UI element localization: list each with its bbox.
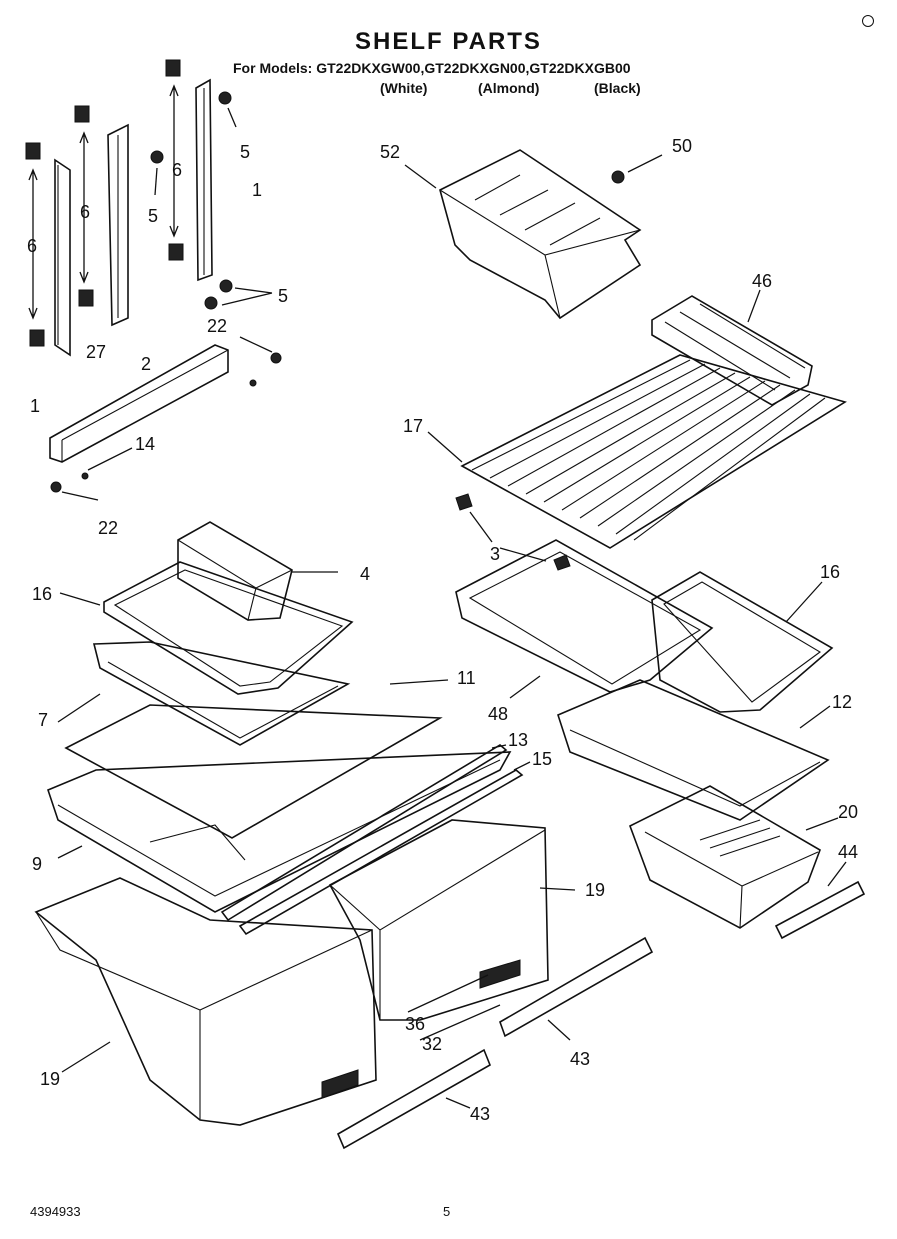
shelf-frame-7 bbox=[57, 641, 351, 746]
document-number: 4394933 bbox=[30, 1204, 81, 1219]
rail-hardware bbox=[50, 336, 282, 501]
corner-hole-mark bbox=[862, 15, 874, 27]
callout-22a: 22 bbox=[207, 316, 227, 336]
utility-bin-4 bbox=[177, 521, 338, 621]
crisper-drawer-19-left bbox=[34, 877, 377, 1126]
cover-strips-13-15 bbox=[220, 744, 531, 936]
crisper-drawer-19-right bbox=[328, 819, 576, 1021]
callout-14: 14 bbox=[135, 434, 155, 454]
callout-43b: 43 bbox=[470, 1104, 490, 1124]
callout-7: 7 bbox=[38, 710, 48, 730]
callout-52: 52 bbox=[380, 142, 400, 162]
ladder-clips bbox=[25, 59, 184, 347]
callout-12: 12 bbox=[832, 692, 852, 712]
callout-50: 50 bbox=[672, 136, 692, 156]
drawer-rails-43-32-36 bbox=[321, 936, 654, 1150]
callout-3: 3 bbox=[490, 544, 500, 564]
callout-32: 32 bbox=[422, 1034, 442, 1054]
callout-1a: 1 bbox=[252, 180, 262, 200]
callout-48: 48 bbox=[488, 704, 508, 724]
trim-strip-44 bbox=[774, 861, 866, 940]
callout-17: 17 bbox=[403, 416, 423, 436]
crisper-cover-9 bbox=[47, 751, 512, 913]
callout-19a: 19 bbox=[40, 1069, 60, 1089]
callout-6b: 6 bbox=[80, 202, 90, 222]
meat-drawer-20 bbox=[629, 785, 839, 929]
shelf-48 bbox=[455, 539, 714, 699]
shelf-16-right bbox=[651, 571, 834, 713]
variant-almond: (Almond) bbox=[478, 80, 540, 96]
callout-46: 46 bbox=[752, 271, 772, 291]
shelf-ladder-center bbox=[107, 123, 129, 327]
shelf-ladder-right bbox=[195, 78, 213, 282]
callout-6a: 6 bbox=[27, 236, 37, 256]
drawer-frame-12 bbox=[557, 679, 831, 821]
clip-arrows bbox=[28, 84, 273, 320]
shelf-16-left bbox=[59, 561, 354, 695]
callout-labels: 1 1 2 3 4 5 5 5 6 6 6 6 7 9 11 12 13 14 … bbox=[27, 136, 858, 1124]
callout-5c: 5 bbox=[278, 286, 288, 306]
page-title: SHELF PARTS bbox=[355, 28, 542, 55]
glass-shelf-11 bbox=[64, 679, 449, 839]
page-number: 5 bbox=[443, 1204, 451, 1219]
variant-white: (White) bbox=[380, 80, 428, 96]
callout-27: 27 bbox=[86, 342, 106, 362]
callout-19b: 19 bbox=[585, 880, 605, 900]
ladder-screws bbox=[150, 91, 233, 310]
callout-16a: 16 bbox=[32, 584, 52, 604]
ice-tray-46 bbox=[651, 289, 813, 406]
models-line: For Models: GT22DKXGW00,GT22DKXGN00,GT22… bbox=[233, 60, 631, 76]
callout-43a: 43 bbox=[570, 1049, 590, 1069]
shelf-ladder-left bbox=[54, 158, 71, 357]
callout-5b: 5 bbox=[148, 206, 158, 226]
callout-4: 4 bbox=[360, 564, 370, 584]
callout-9: 9 bbox=[32, 854, 42, 874]
callout-16b: 16 bbox=[820, 562, 840, 582]
callout-15: 15 bbox=[532, 749, 552, 769]
wire-shelf-17 bbox=[427, 354, 847, 549]
callout-44: 44 bbox=[838, 842, 858, 862]
callout-11: 11 bbox=[457, 668, 476, 688]
callout-1b: 1 bbox=[30, 396, 40, 416]
callout-5a: 5 bbox=[240, 142, 250, 162]
callout-22b: 22 bbox=[98, 518, 118, 538]
front-rail-27 bbox=[49, 344, 229, 463]
callout-2: 2 bbox=[141, 354, 151, 374]
variant-black: (Black) bbox=[594, 80, 641, 96]
screw-50 bbox=[611, 154, 663, 184]
freezer-bin-52 bbox=[404, 149, 642, 320]
callout-6c: 6 bbox=[172, 160, 182, 180]
callout-13: 13 bbox=[508, 730, 528, 750]
callout-20: 20 bbox=[838, 802, 858, 822]
callout-36: 36 bbox=[405, 1014, 425, 1034]
shelf-clip-3 bbox=[455, 493, 571, 571]
